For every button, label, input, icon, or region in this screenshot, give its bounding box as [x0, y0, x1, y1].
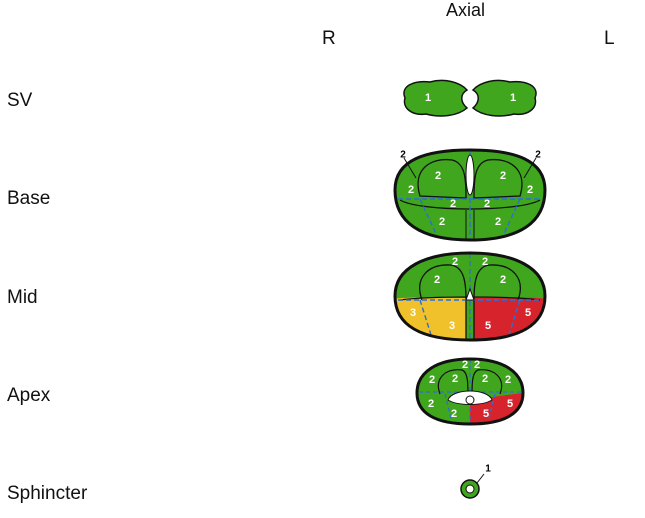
sphincter-section: 1 — [460, 464, 491, 499]
row-label-apex: Apex — [7, 385, 51, 406]
right-side-label: R — [322, 28, 336, 49]
row-label-base: Base — [7, 188, 51, 209]
apex-upper-score: 2 — [429, 374, 435, 386]
row-label-sv: SV — [7, 90, 33, 111]
base-score: 2 — [527, 184, 533, 196]
apex-upper-score: 2 — [482, 373, 488, 385]
base-outer-right-score: 2 — [400, 150, 406, 161]
mid-low-left-outer-score: 5 — [525, 307, 531, 319]
mid-section: 2 2 2 2 3 3 5 5 — [393, 251, 547, 342]
mid-low-right-outer-score: 3 — [410, 307, 416, 319]
sv-right-lobe — [403, 79, 469, 117]
apex-lower-left-score: 5 — [507, 398, 513, 410]
sv-left-lobe — [471, 79, 537, 117]
mid-top-score: 2 — [452, 256, 458, 268]
apex-lower-right-score: 2 — [451, 408, 457, 420]
base-score: 2 — [435, 170, 441, 182]
base-score: 2 — [439, 216, 445, 228]
apex-section: 2 2 2 2 2 2 2 2 5 5 — [415, 357, 525, 426]
base-section: 2 2 2 2 2 2 2 2 2 2 — [393, 148, 547, 242]
mid-upper-score: 2 — [500, 274, 506, 286]
apex-lower-right-score: 2 — [428, 398, 434, 410]
row-label-mid: Mid — [7, 287, 38, 308]
row-label-sphincter: Sphincter — [7, 483, 88, 504]
base-score: 2 — [484, 198, 490, 210]
seminal-vesicles: 1 1 — [403, 79, 537, 117]
base-score: 2 — [408, 184, 414, 196]
sv-left-score: 1 — [510, 92, 516, 104]
mid-upper-score: 2 — [434, 274, 440, 286]
apex-top-score: 2 — [462, 359, 468, 371]
base-score: 2 — [495, 216, 501, 228]
base-outer-left-score: 2 — [535, 150, 541, 161]
mid-low-left-inner-score: 5 — [485, 320, 491, 332]
sphincter-score: 1 — [485, 464, 491, 475]
apex-top-score: 2 — [474, 359, 480, 371]
mid-top-score: 2 — [482, 256, 488, 268]
sv-right-score: 1 — [425, 92, 431, 104]
axial-label: Axial — [446, 0, 486, 20]
apex-upper-score: 2 — [505, 374, 511, 386]
left-side-label: L — [604, 28, 615, 49]
base-score: 2 — [450, 198, 456, 210]
base-score: 2 — [500, 170, 506, 182]
mid-low-right-inner-score: 3 — [449, 320, 455, 332]
apex-upper-score: 2 — [452, 373, 458, 385]
apex-lower-left-score: 5 — [483, 408, 489, 420]
